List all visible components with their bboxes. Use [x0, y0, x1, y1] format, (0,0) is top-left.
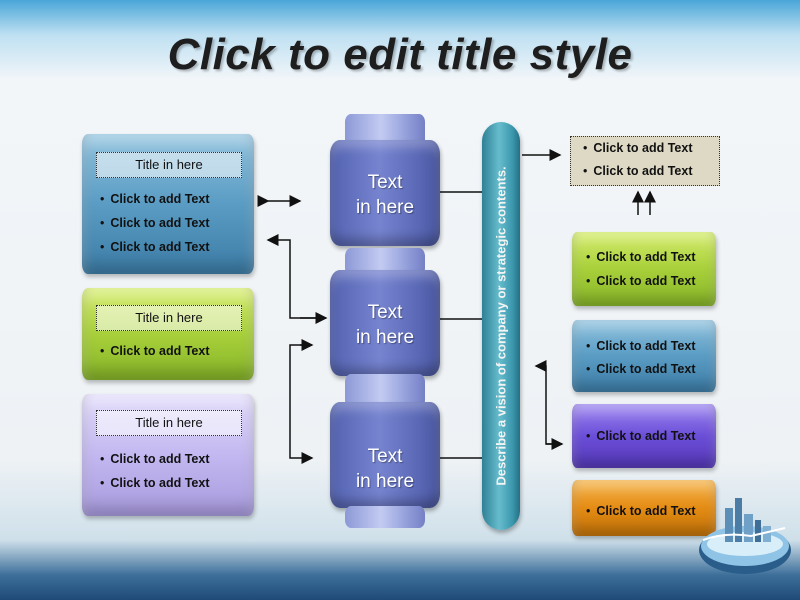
right-box-orange[interactable]: Click to add Text — [572, 480, 716, 536]
cylinder-1-line2: in here — [355, 197, 415, 218]
cylinder-2[interactable]: Text in here — [330, 270, 440, 376]
right-box-green[interactable]: Click to add Text Click to add Text — [572, 232, 716, 306]
vision-pill[interactable]: Describe a vision of company or strategi… — [482, 122, 520, 530]
cylinder-2-line2: in here — [355, 327, 415, 348]
left-box-1[interactable]: Title in here Click to add Text Click to… — [82, 134, 254, 274]
cylinder-1-line1: Text — [367, 172, 403, 193]
cylinder-cap-bottom — [345, 506, 425, 528]
list-item[interactable]: Click to add Text — [100, 476, 209, 490]
list-item[interactable]: Click to add Text — [100, 216, 209, 230]
list-item[interactable]: Click to add Text — [100, 452, 209, 466]
right-box-blue[interactable]: Click to add Text Click to add Text — [572, 320, 716, 392]
list-item[interactable]: Click to add Text — [583, 164, 692, 178]
left-box-3-title[interactable]: Title in here — [96, 410, 242, 436]
list-item[interactable]: Click to add Text — [100, 240, 209, 254]
cylinder-3[interactable]: Text in here — [330, 402, 440, 508]
list-item[interactable]: Click to add Text — [586, 429, 695, 443]
cylinder-1[interactable]: Text in here — [330, 140, 440, 246]
cylinder-2-line1: Text — [367, 302, 403, 323]
globe-city-icon — [699, 498, 791, 574]
arrow-to-cyl3 — [289, 344, 314, 464]
list-item[interactable]: Click to add Text — [586, 504, 695, 518]
arrow-to-box1 — [266, 234, 318, 319]
list-item[interactable]: Click to add Text — [586, 339, 695, 353]
left-box-3[interactable]: Title in here Click to add Text Click to… — [82, 394, 254, 516]
cylinder-3-line2: in here — [355, 471, 415, 492]
list-item[interactable]: Click to add Text — [586, 250, 695, 264]
arrow-right-bracket — [534, 360, 562, 445]
right-top-box[interactable]: Click to add Text Click to add Text — [570, 136, 720, 186]
list-item[interactable]: Click to add Text — [583, 141, 692, 155]
left-box-2[interactable]: Title in here Click to add Text — [82, 288, 254, 380]
list-item[interactable]: Click to add Text — [586, 362, 695, 376]
vision-text[interactable]: Describe a vision of company or strategi… — [493, 166, 509, 486]
list-item[interactable]: Click to add Text — [100, 344, 209, 358]
list-item[interactable]: Click to add Text — [100, 192, 209, 206]
cylinder-3-line1: Text — [367, 446, 403, 467]
list-item[interactable]: Click to add Text — [586, 274, 695, 288]
left-box-1-title[interactable]: Title in here — [96, 152, 242, 178]
right-box-purple[interactable]: Click to add Text — [572, 404, 716, 468]
slide-title[interactable]: Click to edit title style — [167, 30, 633, 79]
left-box-2-title[interactable]: Title in here — [96, 305, 242, 331]
